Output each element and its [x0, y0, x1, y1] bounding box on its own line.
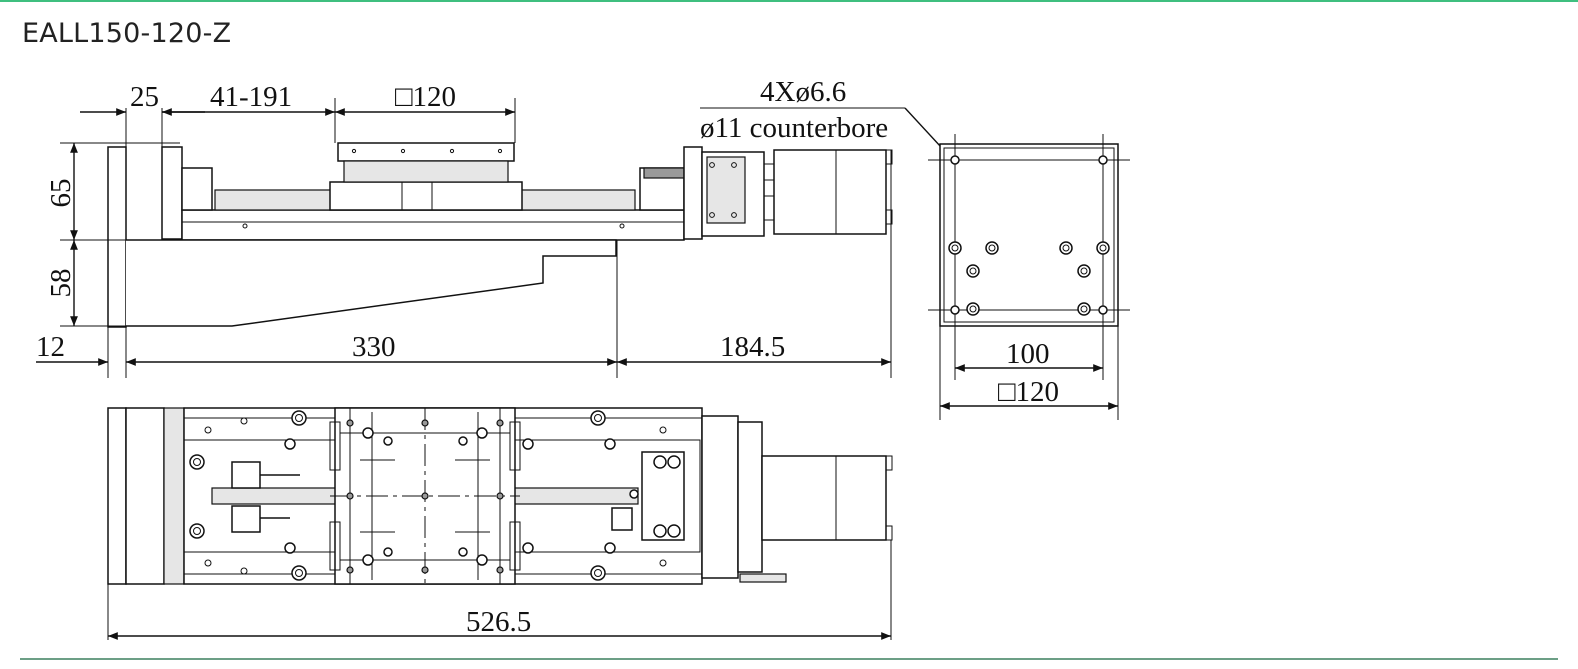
dim-25: 25: [130, 81, 159, 113]
counterbore-note: ø11 counterbore: [700, 112, 888, 144]
dim-184-5: 184.5: [720, 331, 785, 363]
bottom-rule: [20, 658, 1558, 660]
page-title: EALL150-120-Z: [22, 18, 232, 49]
dim-65: 65: [45, 179, 77, 208]
dim-12: 12: [36, 331, 65, 363]
dim-330: 330: [352, 331, 396, 363]
end-view: [928, 134, 1130, 420]
top-view: [107, 407, 893, 640]
hole-spec-note: 4Xø6.6: [760, 76, 846, 108]
dim-58: 58: [45, 269, 77, 298]
dim-stroke-range: 41-191: [210, 81, 292, 113]
dim-total-length: 526.5: [466, 606, 531, 638]
dim-flange-square: □120: [998, 376, 1059, 408]
side-view: [36, 98, 954, 378]
top-accent-rule: [0, 0, 1578, 2]
dim-100: 100: [1006, 338, 1050, 370]
dim-table-square: □120: [395, 81, 456, 113]
